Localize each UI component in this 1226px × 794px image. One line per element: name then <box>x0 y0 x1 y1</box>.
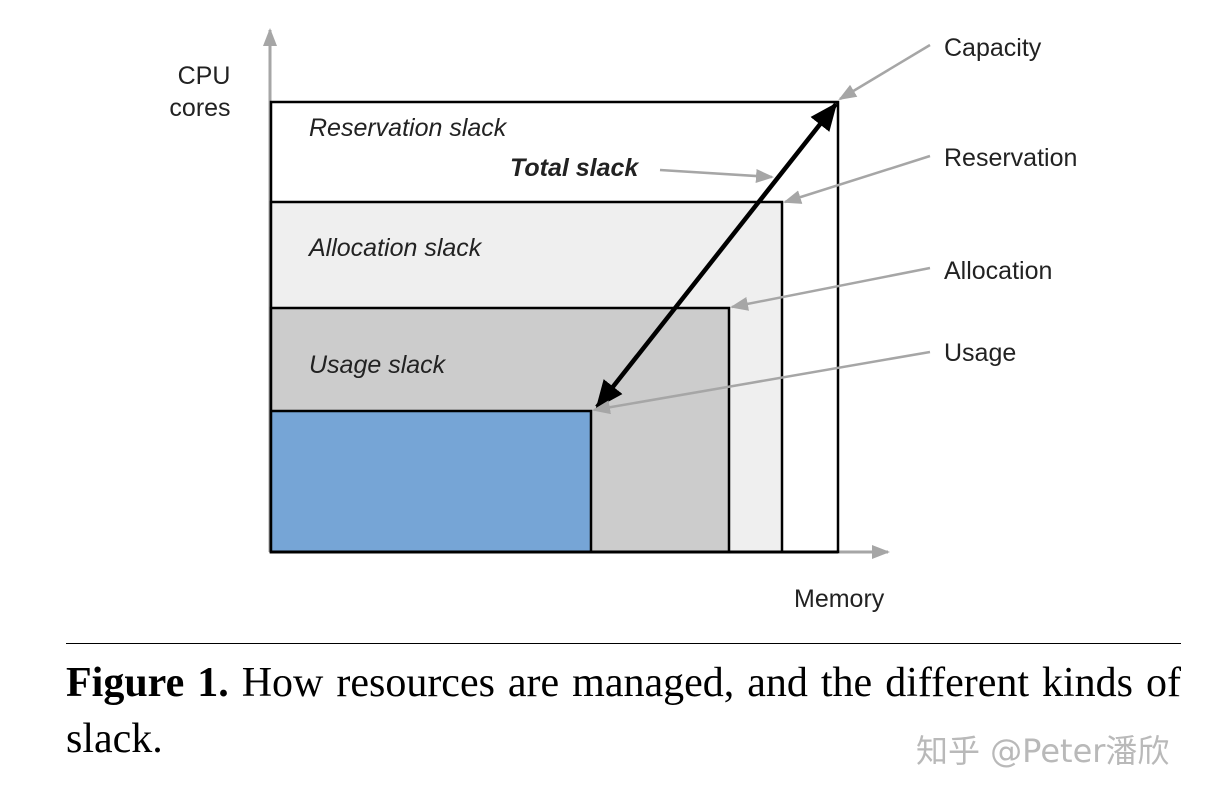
y-axis-label-line1: CPU <box>178 62 231 90</box>
allocation-label: Allocation <box>944 257 1052 285</box>
caption-label: Figure 1. <box>66 660 229 706</box>
total-slack-pointer <box>659 168 774 183</box>
reservation-label: Reservation <box>944 144 1077 172</box>
watermark: 知乎 @Peter潘欣 <box>916 732 1170 770</box>
usage-label: Usage <box>944 339 1016 367</box>
usage-slack-label: Usage slack <box>309 351 447 379</box>
reservation-slack-label: Reservation slack <box>309 114 508 142</box>
caption-rule <box>66 643 1181 644</box>
figure-caption: Figure 1. How resources are managed, and… <box>66 655 1181 767</box>
caption-text: How resources are managed, and the diffe… <box>66 660 1181 762</box>
usage-pointer <box>592 350 931 415</box>
allocation-slack-label: Allocation slack <box>307 234 483 262</box>
capacity-pointer <box>838 43 931 101</box>
capacity-label: Capacity <box>944 34 1042 62</box>
resource-slack-diagram: CPU cores Memory Reservation slack Total… <box>169 28 1077 613</box>
total-slack-arrow <box>595 102 838 409</box>
total-slack-label: Total slack <box>510 154 639 182</box>
x-axis-label: Memory <box>794 585 885 613</box>
allocation-pointer <box>730 266 931 311</box>
reservation-pointer <box>783 154 931 204</box>
y-axis-label-line2: cores <box>169 94 230 122</box>
usage-rect <box>269 409 593 554</box>
